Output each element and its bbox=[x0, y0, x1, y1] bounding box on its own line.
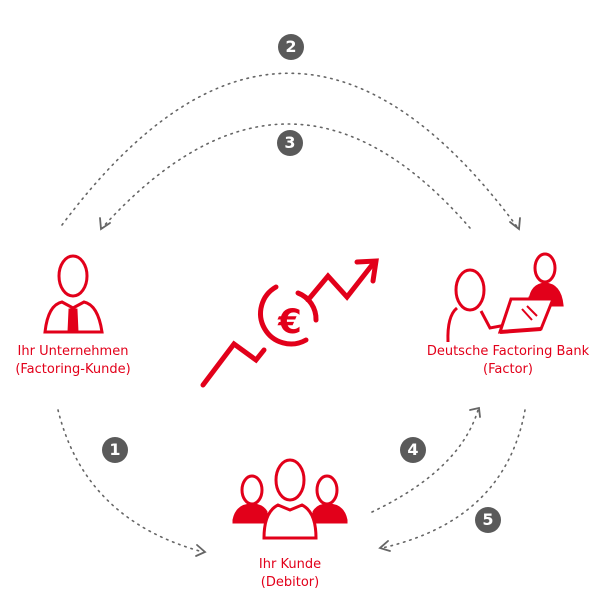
step-badge-3: 3 bbox=[277, 130, 303, 156]
company-name: Ihr Unternehmen bbox=[17, 344, 129, 359]
euro-growth-icon: € bbox=[200, 258, 379, 388]
company-role: (Factoring-Kunde) bbox=[15, 362, 131, 377]
customer-role: (Debitor) bbox=[260, 575, 320, 590]
customer-group-icon bbox=[232, 458, 348, 540]
arrowhead-3 bbox=[99, 217, 111, 231]
customer-name: Ihr Kunde bbox=[258, 557, 322, 572]
arrow-step-5 bbox=[381, 409, 526, 549]
step-badge-4: 4 bbox=[400, 437, 426, 463]
step-badge-5: 5 bbox=[475, 507, 501, 533]
svg-text:€: € bbox=[277, 302, 302, 342]
arrow-step-2 bbox=[61, 72, 519, 229]
bank-staff-icon bbox=[446, 252, 564, 343]
arrow-step-3 bbox=[101, 123, 471, 229]
company-label: Ihr Unternehmen (Factoring-Kunde) bbox=[15, 343, 130, 379]
step-badge-1: 1 bbox=[102, 437, 128, 463]
bank-label: Deutsche Factoring Bank (Factor) bbox=[427, 343, 589, 379]
arrowhead-1 bbox=[195, 544, 207, 557]
bank-role: (Factor) bbox=[483, 362, 533, 377]
business-person-icon bbox=[43, 254, 104, 334]
customer-label: Ihr Kunde (Debitor) bbox=[259, 556, 321, 592]
arrowhead-4 bbox=[469, 406, 481, 418]
arrow-step-4 bbox=[371, 409, 479, 513]
arrow-step-1 bbox=[57, 409, 204, 553]
bank-name: Deutsche Factoring Bank bbox=[426, 344, 590, 359]
step-badge-2: 2 bbox=[278, 34, 304, 60]
arrowhead-2 bbox=[509, 217, 521, 231]
arrowhead-5 bbox=[378, 540, 391, 552]
